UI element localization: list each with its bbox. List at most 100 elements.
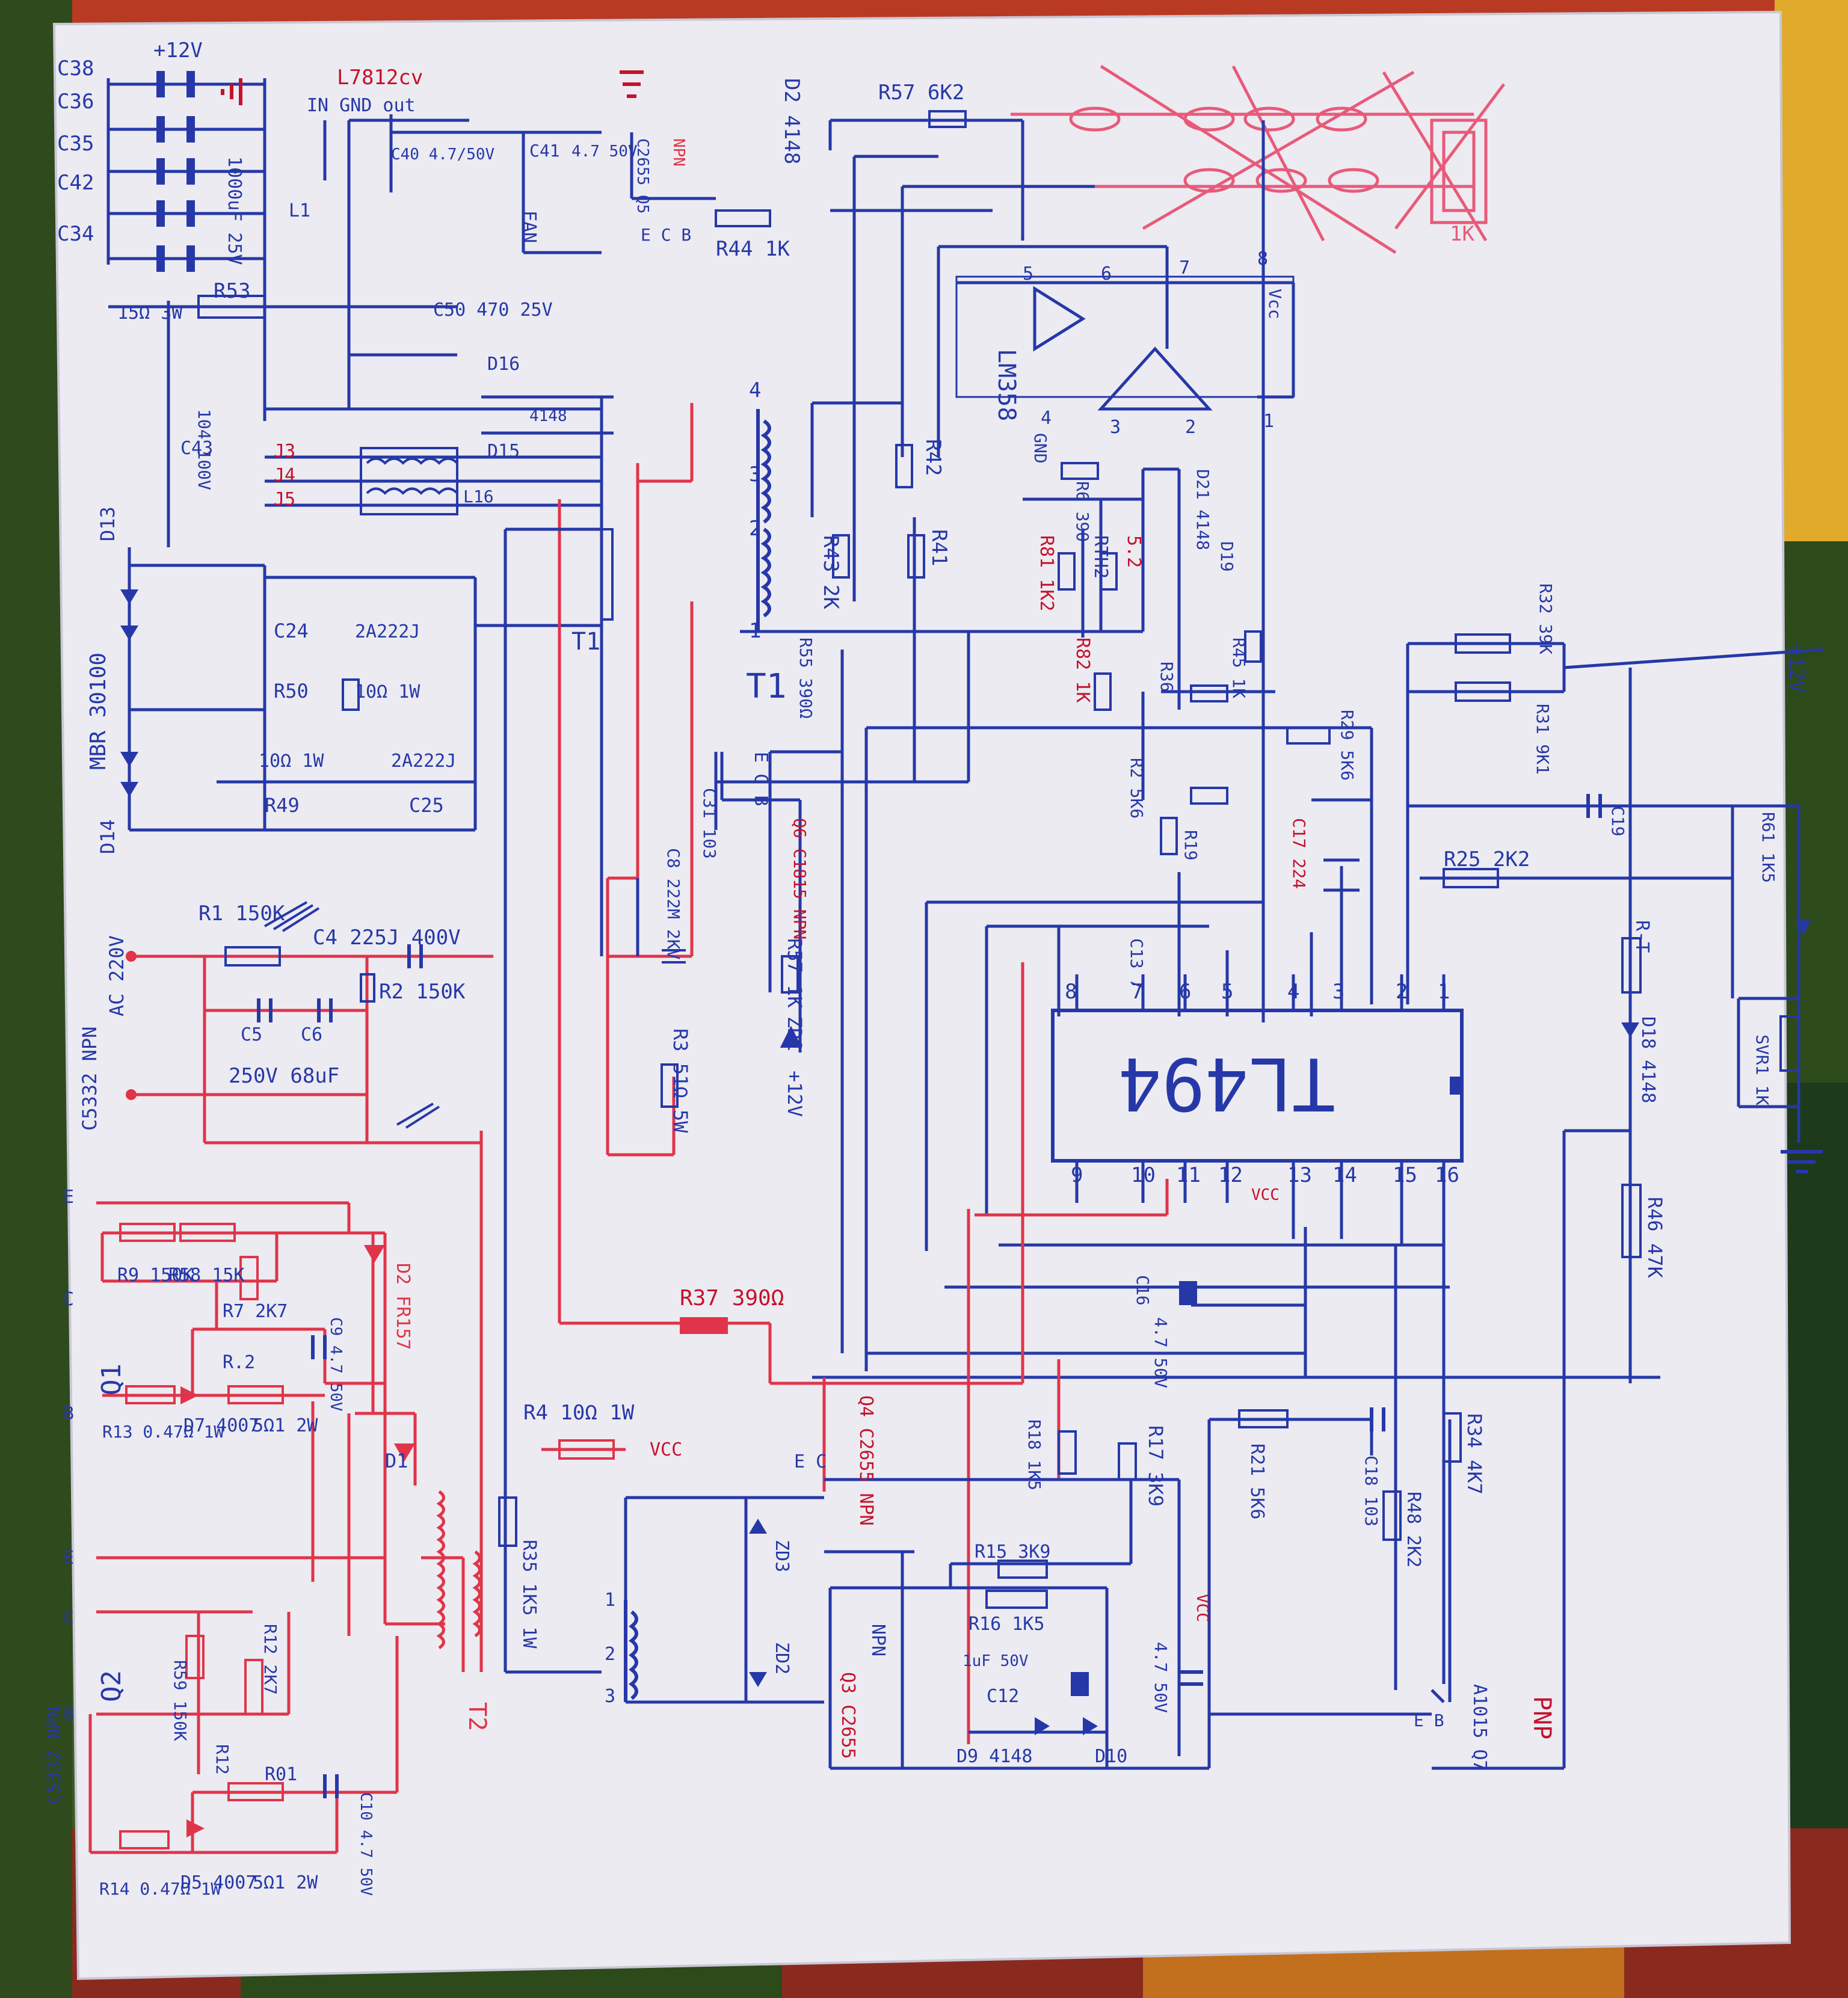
resistor-r2: [360, 973, 375, 1003]
label-c9: C9 4.7 50V: [327, 1317, 345, 1412]
label-r5-1: 5Ω1 2W: [253, 1415, 318, 1436]
label-r5-2: 5Ω1 2W: [253, 1872, 318, 1893]
bottom-middle-caps: [1179, 1407, 1385, 1686]
label-r16: R16 1K5: [969, 1614, 1044, 1635]
label-q1: Q1: [96, 1363, 127, 1395]
mbr-diodes: [120, 589, 138, 797]
caps-c5-c6: [257, 944, 423, 1022]
label-r2: R2 5K6: [1127, 758, 1147, 819]
label-r29: R29 5K6: [1337, 710, 1357, 781]
label-r2: R2 150K: [379, 980, 466, 1004]
label-q1-type: C5332 NPN: [78, 1027, 101, 1131]
resistor-r37: [680, 1317, 728, 1334]
label-r3: R3 51Ω 5W: [669, 1028, 692, 1133]
label-r50-value: 10Ω 1W: [355, 681, 420, 702]
label-r81: R81 1K2: [1036, 535, 1057, 611]
q6-area-parts: [661, 949, 802, 1108]
label-lm358-pin2: 2: [1185, 417, 1196, 438]
label-d-value: 4148: [529, 407, 567, 425]
label-q3-type: NPN: [867, 1624, 889, 1656]
wiring-bottom-middle-blue: [504, 1418, 1452, 1770]
label-r57-top: R57 6K2: [878, 81, 964, 105]
ground-symbol-right: [1781, 1150, 1823, 1173]
label-c41: C41: [529, 141, 560, 161]
label-d5: D5 4007: [180, 1872, 256, 1893]
label-r59: R59 150K: [170, 1660, 190, 1741]
label-r6: R6 390: [1073, 481, 1092, 542]
label-t1-pin4: 4: [749, 378, 761, 402]
label-q5-pins: E C B: [641, 225, 691, 245]
label-q7-pins: E B: [1414, 1711, 1444, 1730]
label-r42: R42: [921, 439, 945, 476]
label-c38: C38: [57, 57, 94, 81]
cap-c19: [1586, 794, 1602, 818]
label-zd2: ZD2: [771, 1642, 792, 1674]
label-tl494-pin14: 14: [1332, 1163, 1357, 1187]
label-ebc-c2: C: [63, 1608, 74, 1629]
transformer-t1: [600, 409, 771, 632]
label-r48: R48 2K2: [1403, 1492, 1424, 1567]
label-lm358-vcc: Vcc: [1265, 289, 1285, 319]
resistor-r4: [558, 1439, 615, 1460]
label-r19: R19: [1181, 830, 1201, 861]
resistors-lm358-area: [715, 110, 1331, 855]
label-c41-value: 4.7 50V: [571, 143, 638, 161]
label-r34: R34 4K7: [1463, 1413, 1486, 1495]
label-d7: D7 4007: [183, 1415, 259, 1436]
label-lm358: LM358: [993, 349, 1020, 421]
label-j4: J4: [274, 465, 295, 486]
label-r49-value: 10Ω 1W: [259, 751, 324, 772]
label-l16: L16: [463, 487, 494, 506]
label-q5: C2655 Q5: [633, 138, 651, 214]
label-c25: C25: [409, 794, 444, 817]
label-c12: C12: [987, 1686, 1019, 1707]
tl494-pins: [812, 974, 1660, 1770]
label-j3: J3: [274, 441, 295, 462]
label-c40: C40 4.7/50V: [391, 146, 494, 164]
label-r36: R36: [1157, 662, 1177, 692]
label-zd3: ZD3: [771, 1540, 792, 1572]
wiring-middle-left-red: [132, 403, 1169, 1744]
bottom-middle-parts: [498, 1409, 1462, 1609]
label-tl494-pin15: 15: [1393, 1163, 1417, 1187]
label-q6-pins: E C B: [750, 752, 771, 806]
label-r1: R1 150K: [199, 902, 285, 926]
label-r31: R31 9K1: [1533, 704, 1553, 775]
label-t1-left: T1: [571, 628, 600, 656]
label-plus12-right: +12V: [1784, 644, 1808, 693]
tl494-chip: [1051, 1009, 1464, 1163]
label-bank-value: 1000uF 25V: [224, 156, 245, 265]
label-ebc-c1: C: [63, 1289, 74, 1310]
label-q2-type: C5332 NPN: [44, 1706, 65, 1804]
label-c8: C8 222M 2KV: [664, 848, 683, 960]
label-lm358-pin6: 6: [1101, 263, 1112, 284]
label-r53-value: 15Ω 3W: [117, 303, 183, 324]
capacitor-bank: [156, 71, 195, 272]
label-d15: D15: [487, 441, 520, 462]
cap-c12-body: [1071, 1672, 1089, 1696]
label-vcc-c: VCC: [1193, 1594, 1211, 1622]
label-d2-fr: D2 FR157: [392, 1263, 413, 1350]
bottom-left-caps: [311, 1335, 339, 1798]
label-d2: D2 4148: [780, 78, 804, 164]
resistor-r53: [197, 295, 266, 319]
bottom-left-diodes: [180, 1245, 415, 1837]
transformer-l16: [360, 447, 458, 515]
bottom-middle-diodes: [749, 1519, 1098, 1735]
label-c12-value: 1uF 50V: [962, 1652, 1029, 1670]
chassis-ground: [264, 901, 440, 1129]
ground-symbol: [221, 70, 644, 105]
label-tl494-vcc: VCC: [1251, 1186, 1280, 1204]
resistor-r50: [342, 678, 360, 711]
label-mbr: MBR 30100: [86, 653, 111, 770]
label-r9: R9 150K: [117, 1265, 193, 1286]
label-tl494-pin11: 11: [1176, 1163, 1201, 1187]
label-r57-mid: R57 1K: [783, 938, 806, 1008]
label-r82: R82 1K: [1072, 638, 1093, 702]
resistors-right: [1443, 633, 1800, 1258]
label-ac: AC 220V: [105, 935, 128, 1016]
label-r35: R35 1K5 1W: [519, 1540, 540, 1649]
label-r25: R25 2K2: [1444, 847, 1530, 871]
label-lm358-pin1: 1: [1263, 411, 1274, 432]
label-d9: D9 4148: [956, 1746, 1032, 1767]
